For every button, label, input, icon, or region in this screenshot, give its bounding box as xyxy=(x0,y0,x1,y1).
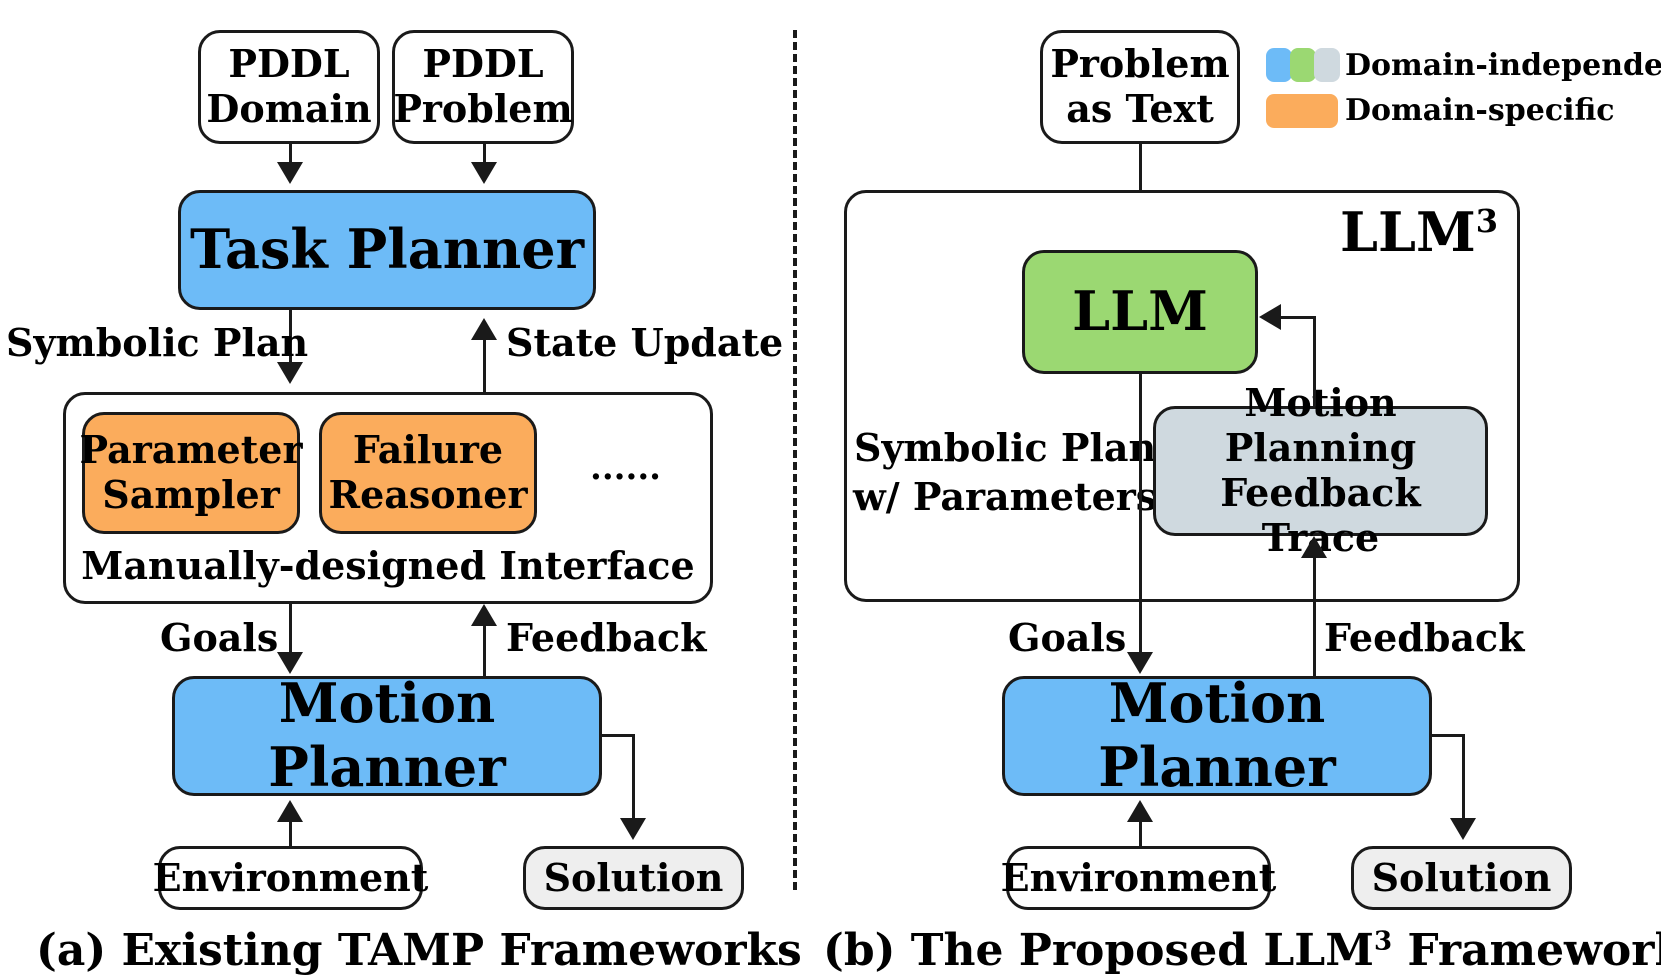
arrow-line-goals-left xyxy=(289,604,292,652)
environment-box-left: Environment xyxy=(153,846,428,910)
environment-box-right: Environment xyxy=(1001,846,1276,910)
goals-label-left: Goals xyxy=(160,615,279,660)
motion-planner-box-left: Motion Planner xyxy=(172,671,602,799)
pddl-problem-box: PDDL Problem xyxy=(392,30,574,144)
llm-box: LLM xyxy=(1022,250,1258,374)
symbolic-plan-params-label: Symbolic Plan w/ Parameters xyxy=(853,425,1158,520)
parameter-sampler-box: Parameter Sampler xyxy=(80,412,302,534)
arrow-line-feedback-left xyxy=(483,624,486,676)
pddl-domain-box: PDDL Domain xyxy=(198,30,380,144)
dashed-divider xyxy=(793,30,797,890)
legend-label-specific: Domain-specific xyxy=(1345,93,1615,128)
motion-planner-box-right: Motion Planner xyxy=(1002,671,1432,799)
legend-swatch-blue xyxy=(1266,48,1292,82)
arrow-line-solution-left-h xyxy=(602,734,634,737)
caption-right-pre: (b) The Proposed LLM xyxy=(823,925,1374,976)
state-update-label: State Update xyxy=(506,320,784,365)
arrow-line-goals-right xyxy=(1139,374,1142,652)
llm3-title: LLM3 xyxy=(1340,200,1498,264)
arrow-head-environment-left xyxy=(277,800,303,822)
goals-label-right: Goals xyxy=(1008,615,1127,660)
legend-swatch-green xyxy=(1290,48,1316,82)
arrow-line-feedback-right xyxy=(1313,558,1316,676)
legend-label-independent: Domain-independent xyxy=(1345,48,1661,83)
arrow-line-environment-right xyxy=(1139,822,1142,846)
arrow-line-trace-to-llm-v xyxy=(1313,316,1316,406)
caption-right: (b) The Proposed LLM3 Framework xyxy=(823,925,1661,976)
arrow-head-trace-to-llm xyxy=(1259,304,1281,330)
arrow-line-problem xyxy=(483,144,486,164)
legend-swatch-gray xyxy=(1314,48,1340,82)
caption-right-sup: 3 xyxy=(1373,926,1393,957)
llm3-title-base: LLM xyxy=(1340,200,1476,264)
feedback-label-left: Feedback xyxy=(506,615,707,660)
arrow-head-solution-left xyxy=(620,818,646,840)
legend-swatch-orange xyxy=(1266,94,1338,128)
arrow-line-solution-left-v xyxy=(632,734,635,818)
interface-label: Manually-designed Interface xyxy=(81,543,695,589)
problem-as-text-box: Problem as Text xyxy=(1040,30,1240,144)
solution-box-right: Solution xyxy=(1351,846,1572,910)
arrow-line-symbolic-plan xyxy=(289,310,292,362)
arrow-line-solution-right-v xyxy=(1462,734,1465,818)
arrow-head-state-update xyxy=(471,318,497,340)
arrow-head-environment-right xyxy=(1127,800,1153,822)
feedback-trace-box: Motion Planning Feedback Trace xyxy=(1153,380,1488,560)
arrow-head-domain xyxy=(277,162,303,184)
arrow-head-symbolic-plan xyxy=(277,362,303,384)
llm3-title-sup: 3 xyxy=(1475,202,1498,240)
arrow-line-solution-right-h xyxy=(1432,734,1464,737)
arrow-line-environment-left xyxy=(289,822,292,846)
solution-box-left: Solution xyxy=(523,846,744,910)
ellipsis-label: ...... xyxy=(590,448,662,488)
arrow-line-problem-text xyxy=(1139,144,1142,222)
arrow-head-solution-right xyxy=(1450,818,1476,840)
arrow-line-state-update xyxy=(483,340,486,392)
arrow-head-goals-left xyxy=(277,652,303,674)
caption-right-post: Framework xyxy=(1392,925,1661,976)
caption-left: (a) Existing TAMP Frameworks xyxy=(36,925,802,976)
failure-reasoner-box: Failure Reasoner xyxy=(319,412,537,534)
arrow-head-goals-right xyxy=(1127,652,1153,674)
arrow-line-trace-to-llm-h xyxy=(1280,316,1316,319)
arrow-head-feedback-left xyxy=(471,604,497,626)
task-planner-box: Task Planner xyxy=(178,190,596,310)
feedback-label-right: Feedback xyxy=(1324,615,1525,660)
arrow-line-domain xyxy=(289,144,292,164)
arrow-head-problem xyxy=(471,162,497,184)
symbolic-plan-label: Symbolic Plan xyxy=(6,320,309,365)
arrow-head-feedback-right xyxy=(1301,536,1327,558)
